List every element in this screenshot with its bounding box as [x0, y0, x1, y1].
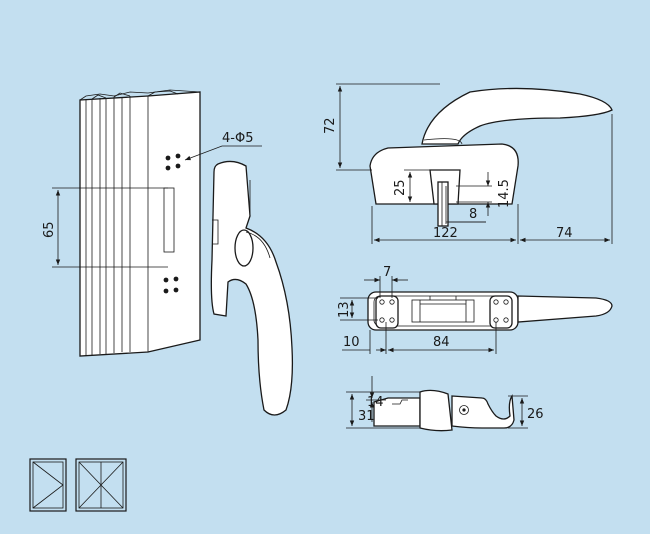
dim-plate-height: 13: [337, 301, 352, 318]
dim-base-height: 25: [393, 179, 408, 196]
dim-spindle-height: 14.5: [497, 179, 512, 208]
dim-lever-thickness: 26: [527, 407, 544, 422]
double-casement-symbol: [75, 458, 127, 512]
dim-slot: 7: [383, 265, 391, 280]
handle-bottom-view: 7 13 10 84: [337, 265, 613, 354]
dim-height: 72: [323, 117, 338, 134]
dim-edge-offset: 10: [343, 335, 360, 350]
window-opening-symbols: [29, 458, 127, 512]
mounting-holes-bottom: [163, 276, 179, 294]
single-casement-symbol: [29, 458, 67, 512]
dim-base-width: 122: [433, 226, 458, 241]
dim-hole-spacing: 65: [42, 221, 57, 238]
dim-side-height: 31: [358, 409, 375, 424]
mounting-holes-top: [165, 153, 181, 171]
window-profile-view: 4-Φ5 65: [42, 89, 262, 357]
dim-holes: 4-Φ5: [222, 131, 253, 146]
handle-side-view: [210, 160, 294, 416]
handle-front-view: 72 25 14.5 8 122 74: [323, 83, 613, 244]
dim-spindle-offset: 8: [469, 207, 477, 222]
dim-lever-length: 74: [556, 226, 573, 241]
dim-screw-spacing: 84: [433, 335, 450, 350]
handle-side-profile-view: 31 14 26: [346, 376, 544, 432]
screw-slots: [375, 295, 513, 329]
dim-side-thickness: 14: [367, 395, 384, 410]
